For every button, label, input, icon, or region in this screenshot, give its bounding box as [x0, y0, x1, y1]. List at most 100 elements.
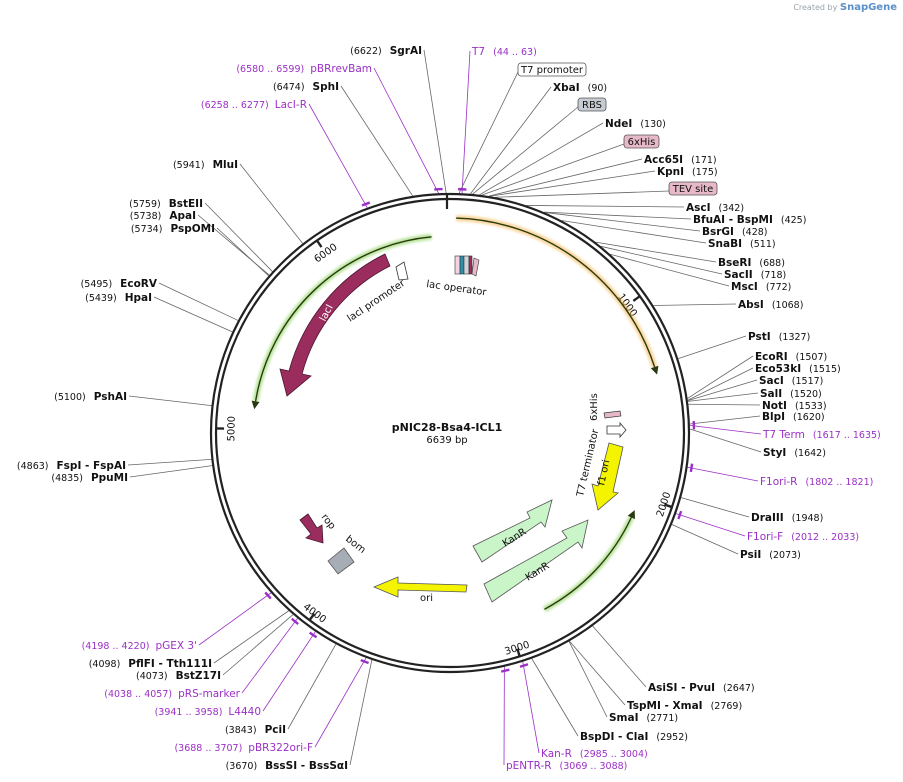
f1-ori-arrow[interactable]: f1 ori	[591, 442, 624, 511]
site-sphi[interactable]: (6474)SphI	[273, 81, 339, 93]
primer-prs-marker[interactable]: (4038 .. 4057)pRS-marker	[104, 688, 240, 700]
site-name: SmaI	[609, 712, 639, 724]
site-psti[interactable]: PstI(1327)	[748, 331, 810, 343]
primer-t7[interactable]: T7(44 .. 63)	[471, 46, 537, 58]
site-fspi-fspai[interactable]: (4863)FspI - FspAI	[17, 460, 126, 472]
site-msci[interactable]: MscI(772)	[731, 281, 791, 293]
ori-arrow[interactable]: ori	[372, 576, 468, 604]
site-ecori[interactable]: EcoRI(1507)	[755, 351, 827, 363]
site-position: (4098)	[89, 659, 121, 670]
site-eco53ki[interactable]: Eco53kI(1515)	[755, 363, 841, 375]
site-sgrai[interactable]: (6622)SgrAI	[350, 45, 422, 57]
feature-box-tev-site[interactable]: TEV site	[668, 181, 718, 196]
site-bstz17i-leader	[222, 614, 294, 676]
site-asci[interactable]: AscI(342)	[686, 202, 744, 214]
orf-green-lower-head	[627, 510, 635, 520]
site-psii[interactable]: PsiI(2073)	[740, 549, 801, 561]
site-noti[interactable]: NotI(1533)	[762, 400, 827, 412]
his-tag-feature[interactable]: 6xHis	[589, 393, 627, 439]
site-styi[interactable]: StyI(1642)	[763, 447, 826, 459]
tick-label-5000: 5000	[226, 416, 237, 442]
site-pspomi[interactable]: (5734)PspOMI	[131, 223, 215, 235]
site-ecorv[interactable]: (5495)EcoRV	[81, 278, 158, 290]
primer-mark-f1ori-r	[689, 463, 694, 473]
site-tspmi-xmai[interactable]: TspMI - XmaI(2769)	[627, 700, 742, 712]
site-bseri[interactable]: BseRI(688)	[718, 257, 785, 269]
site-position: (342)	[719, 203, 745, 214]
site-kpni[interactable]: KpnI(175)	[657, 166, 718, 178]
site-snabi[interactable]: SnaBI(511)	[708, 238, 776, 250]
site-text: (4098)PflFI - Tth111I	[89, 658, 212, 670]
site-position: (5100)	[54, 392, 86, 403]
site-smai[interactable]: SmaI(2771)	[609, 712, 678, 724]
site-ppumi[interactable]: (4835)PpuMI	[51, 472, 128, 484]
site-text: BspDI - ClaI(2952)	[580, 731, 688, 743]
primer-name: Kan-R	[541, 748, 572, 760]
site-bstz17i[interactable]: (4073)BstZ17I	[136, 670, 221, 682]
site-pflfi-tth111i-leader	[213, 610, 289, 664]
site-bsrgi[interactable]: BsrGI(428)	[702, 226, 768, 238]
primer-range: (2985 .. 3004)	[580, 749, 648, 760]
site-absi[interactable]: AbsI(1068)	[738, 299, 803, 311]
site-sali[interactable]: SalI(1520)	[760, 388, 822, 400]
site-bsteii[interactable]: (5759)BstEII	[129, 198, 203, 210]
site-ndei[interactable]: NdeI (130)	[605, 118, 666, 130]
primer-laci-r[interactable]: (6258 .. 6277)LacI-R	[201, 99, 307, 111]
site-pcii[interactable]: (3843)PciI	[225, 724, 286, 736]
site-pflfi-tth111i[interactable]: (4098)PflFI - Tth111I	[89, 658, 212, 670]
site-pshai[interactable]: (5100)PshAI	[54, 391, 127, 403]
primer-text: F1ori-R(1802 .. 1821)	[760, 476, 873, 488]
site-styi-leader	[689, 428, 762, 453]
site-text: StyI(1642)	[763, 447, 826, 459]
site-bspdi-clai[interactable]: BspDI - ClaI(2952)	[580, 731, 688, 743]
site-position: (5734)	[131, 224, 163, 235]
site-xbai[interactable]: XbaI(90)	[553, 82, 607, 94]
primer-kan-r[interactable]: Kan-R (2985 .. 3004)	[541, 748, 648, 760]
primer-t7-term[interactable]: T7 Term(1617 .. 1635)	[762, 429, 881, 441]
site-name: StyI	[763, 447, 786, 459]
site-blpi[interactable]: BlpI(1620)	[762, 411, 825, 423]
feature-box-6xhis[interactable]: 6xHis	[623, 134, 660, 149]
primer-pbrrevbam[interactable]: (6580 .. 6599)pBRrevBam	[236, 63, 372, 75]
site-mlui[interactable]: (5941)MluI	[173, 159, 238, 171]
site-position: (130)	[640, 119, 666, 130]
primer-pgex-3-leader	[198, 592, 272, 646]
tick-1000	[632, 295, 641, 302]
ori-shape	[372, 576, 468, 598]
site-sacii[interactable]: SacII(718)	[724, 269, 786, 281]
site-position: (4835)	[51, 473, 83, 484]
primer-pentr-r[interactable]: pENTR-R(3069 .. 3088)	[506, 760, 627, 772]
orf-orange-head	[650, 365, 659, 375]
primer-f1ori-f[interactable]: F1ori-F(2012 .. 2033)	[747, 531, 859, 543]
bom-feature[interactable]: bom	[327, 534, 367, 575]
site-draiii[interactable]: DraIII(1948)	[751, 512, 823, 524]
site-acc65i[interactable]: Acc65I(171)	[644, 154, 717, 166]
feature-box-rbs[interactable]: RBS	[577, 97, 607, 112]
lac-operator-feature[interactable]: lac operator	[426, 255, 488, 299]
primer-l4440[interactable]: (3941 .. 3958)L4440	[155, 706, 261, 718]
site-asci-leader	[526, 205, 685, 208]
site-saci[interactable]: SacI(1517)	[759, 375, 823, 387]
rop-arrow[interactable]: rop	[299, 512, 337, 544]
site-text: (3843)PciI	[225, 724, 286, 736]
site-hpai[interactable]: (5439)HpaI	[85, 292, 152, 304]
feature-box-t7-promoter[interactable]: T7 promoter	[517, 62, 587, 77]
primer-mark-l4440	[308, 631, 318, 639]
primer-f1ori-r[interactable]: F1ori-R(1802 .. 1821)	[760, 476, 873, 488]
site-position: (175)	[692, 167, 718, 178]
site-name: NdeI	[605, 118, 632, 130]
site-bsssi-bsss-i[interactable]: (3670)BssSI - BssSαI	[226, 760, 348, 772]
site-name: BspDI - ClaI	[580, 731, 648, 743]
site-bfuai-bspmi[interactable]: BfuAI - BspMI(425)	[693, 214, 806, 226]
site-apai[interactable]: (5738)ApaI	[130, 210, 196, 222]
site-asisi-pvui[interactable]: AsiSI - PvuI(2647)	[648, 682, 755, 694]
site-name: EcoRI	[755, 351, 788, 363]
site-position: (772)	[766, 282, 792, 293]
primer-name: L4440	[228, 706, 261, 718]
primer-pbr322ori-f[interactable]: (3688 .. 3707)pBR322ori-F	[174, 742, 313, 754]
primer-pgex-3[interactable]: (4198 .. 4220)pGEX 3'	[82, 640, 197, 652]
feature-box-bg	[623, 134, 660, 149]
site-text: XbaI(90)	[553, 82, 607, 94]
site-position: (1533)	[795, 401, 827, 412]
site-name: TspMI - XmaI	[627, 700, 703, 712]
